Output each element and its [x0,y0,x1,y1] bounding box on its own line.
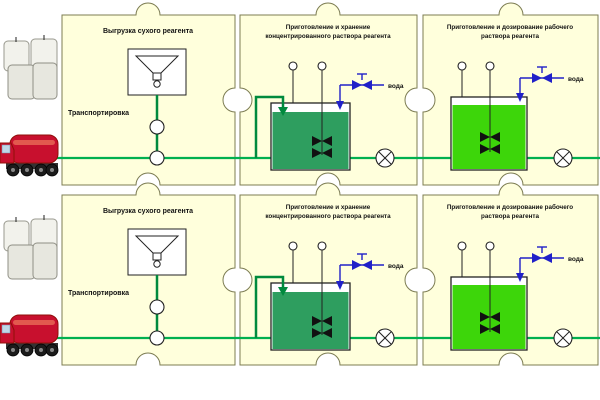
row-2 [0,181,600,367]
row-1 [0,1,600,187]
